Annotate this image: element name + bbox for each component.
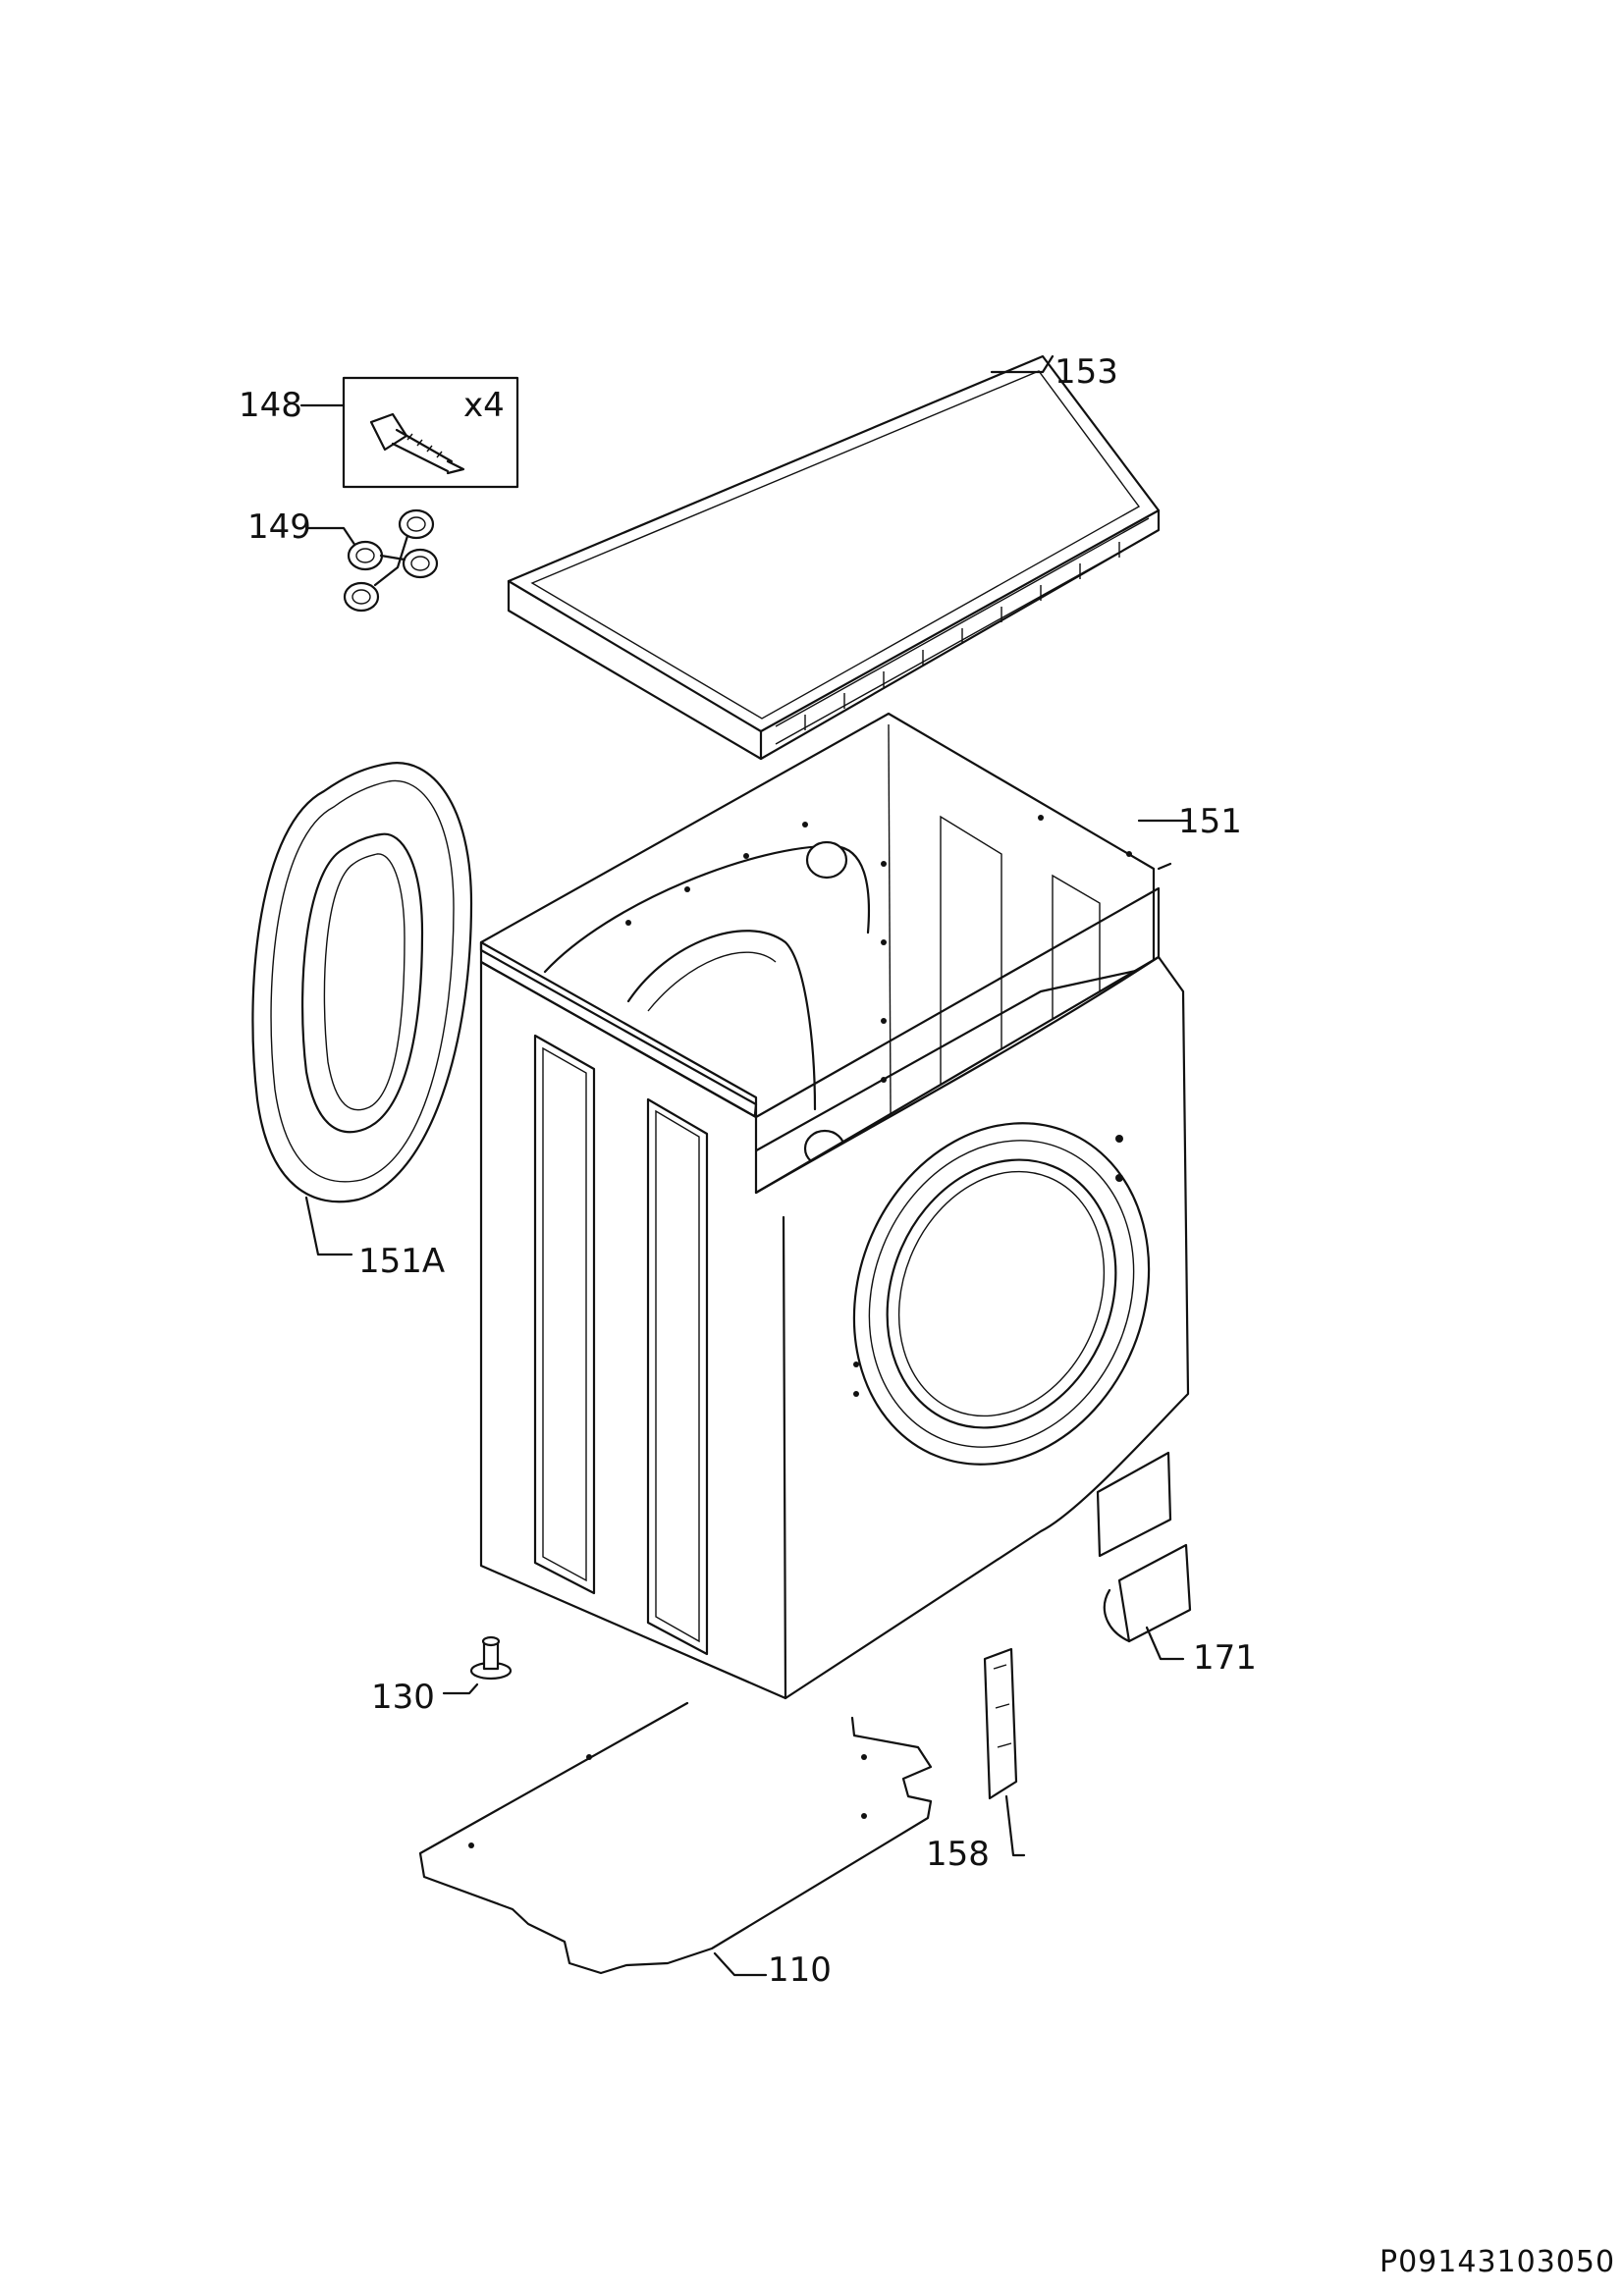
- part-158-bracket: [983, 1647, 1026, 1857]
- label-x4: x4: [463, 386, 505, 425]
- part-151a-gasket: [251, 762, 473, 1256]
- label-110: 110: [768, 1950, 832, 1990]
- part-149-rings: [304, 508, 439, 613]
- label-158: 158: [926, 1835, 990, 1874]
- label-148: 148: [239, 386, 302, 425]
- part-148-screw-box: [299, 376, 519, 489]
- part-171-flap: [1103, 1543, 1192, 1661]
- label-130: 130: [371, 1678, 435, 1717]
- label-153: 153: [1055, 352, 1118, 392]
- label-149: 149: [247, 507, 311, 547]
- label-151: 151: [1178, 802, 1242, 841]
- label-151a: 151A: [358, 1242, 446, 1281]
- part-110-base-plate: [418, 1701, 933, 1977]
- document-code: P09143103050: [1380, 2245, 1616, 2279]
- label-171: 171: [1193, 1638, 1257, 1678]
- part-153-top-cover: [507, 354, 1161, 761]
- part-130-foot: [442, 1635, 513, 1695]
- part-151-cabinet: [479, 712, 1190, 1700]
